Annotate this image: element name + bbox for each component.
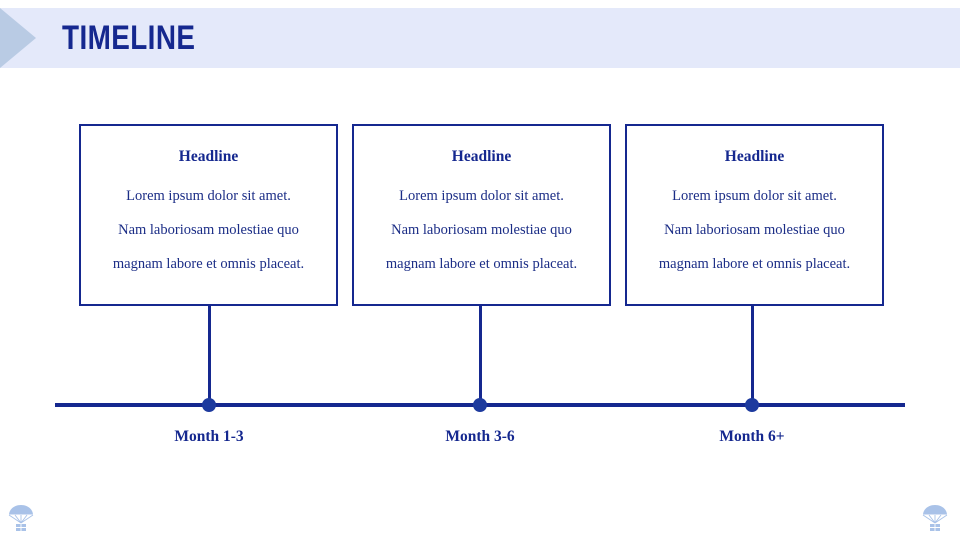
parachute-icon (921, 505, 949, 531)
card-body-line-1: Lorem ipsum dolor sit amet. (672, 188, 837, 204)
timeline-card-3[interactable]: Headline Lorem ipsum dolor sit amet. Nam… (625, 124, 884, 306)
card-body-line-3: magnam labore et omnis placeat. (658, 256, 851, 272)
card-body-line-2: Nam laboriosam molestiae quo (118, 222, 299, 238)
card-headline: Headline (724, 148, 785, 165)
timeline-card-1[interactable]: Headline Lorem ipsum dolor sit amet. Nam… (79, 124, 338, 306)
card-headline: Headline (178, 148, 239, 165)
card-body-line-3: magnam labore et omnis placeat. (385, 256, 578, 272)
card-headline: Headline (451, 148, 512, 165)
cards-row: Headline Lorem ipsum dolor sit amet. Nam… (79, 124, 884, 306)
timeline-node-2[interactable] (473, 398, 487, 412)
milestone-label-1: Month 1-3 (174, 428, 244, 445)
header-band (0, 8, 960, 68)
card-body-line-1: Lorem ipsum dolor sit amet. (399, 188, 564, 204)
connector-line-1 (208, 305, 211, 405)
page-title: TIMELINE (62, 19, 196, 57)
connector-line-3 (751, 305, 754, 405)
card-body-line-1: Lorem ipsum dolor sit amet. (126, 188, 291, 204)
timeline-node-3[interactable] (745, 398, 759, 412)
milestone-label-2: Month 3-6 (445, 428, 515, 445)
timeline-card-2[interactable]: Headline Lorem ipsum dolor sit amet. Nam… (352, 124, 611, 306)
card-body-line-3: magnam labore et omnis placeat. (112, 256, 305, 272)
card-body-line-2: Nam laboriosam molestiae quo (391, 222, 572, 238)
timeline-node-1[interactable] (202, 398, 216, 412)
connector-line-2 (479, 305, 482, 405)
card-body-line-2: Nam laboriosam molestiae quo (664, 222, 845, 238)
milestone-label-3: Month 6+ (719, 428, 785, 445)
parachute-icon (7, 505, 35, 531)
